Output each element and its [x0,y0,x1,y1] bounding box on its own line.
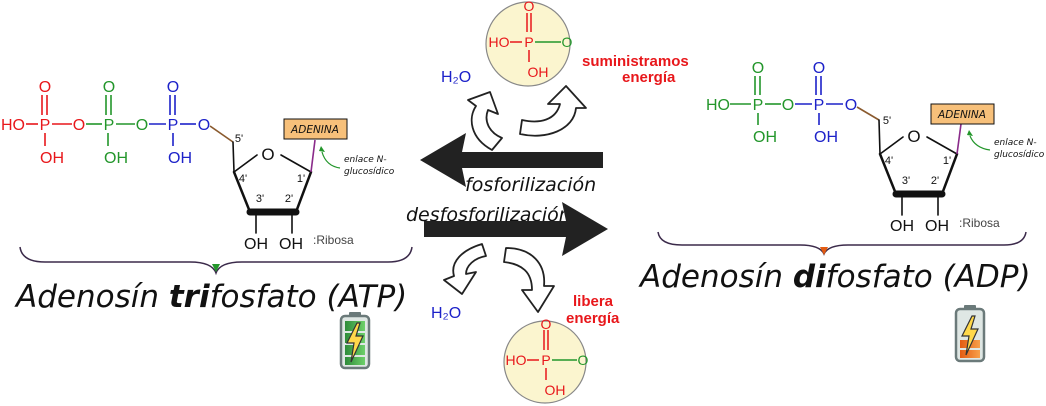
adp-adenine-label: ADENINA [937,109,986,121]
atp-bridge-o-1: O [73,117,85,134]
atp-oh3: OH [244,236,268,253]
atp-adenine-box [283,118,348,140]
atp-bridge-o-3: O [198,117,210,134]
free-phosphate-bottom-o: O [541,316,552,332]
atp-brace-marker [212,264,220,272]
release-energy-label-1: libera [573,293,614,310]
free-phosphate-top-oh: OH [528,64,549,80]
atp-oh-2: OH [104,150,128,167]
atp-double-o-1: O [39,79,51,96]
dephosphorylation-label: desfosforilización [406,204,571,226]
atp-name: Adenosín trifosfato (ATP) [14,279,407,315]
atp-link-note-1: enlace N- [344,155,387,165]
phosphate-circle-top [485,1,571,87]
adp-carbon-3: 3' [902,175,910,187]
atp-phosphate-3: P [168,117,179,134]
water-input-arrow [467,91,503,151]
atp-carbon-2: 2' [285,193,293,205]
atp-carbon-1: 1' [297,173,305,185]
atp-ribose-label: :Ribosa [313,233,354,247]
atp-carbon-4: 4' [239,173,247,185]
phosphate-circle-bottom [503,320,587,404]
free-phosphate-bottom-o-right: O [578,352,589,368]
free-phosphate-top-p: P [524,34,533,50]
atp-carbon-3: 3' [256,193,264,205]
adp-carbon-2: 2' [931,175,939,187]
free-phosphate-top-ho: HO [489,34,510,50]
adp-name: Adenosín difosfato (ADP) [638,259,1031,295]
free-phosphate-bottom-ho: HO [506,352,527,368]
water-top-label: H₂O [441,69,471,86]
adp-link-note-1: enlace N- [994,138,1037,148]
adp-phosphate-2: P [814,97,825,114]
phosphate-input-arrow [519,85,587,137]
free-phosphate-bottom-p: P [541,352,550,368]
adp-oh-1: OH [753,129,777,146]
adp-double-o-1: O [752,60,764,77]
water-bottom-label: H₂O [431,305,461,322]
adp-link-note-2: glucosídico [994,150,1045,160]
atp-bridge-o-2: O [136,117,148,134]
adp-molecule: HO P O O OH P O O OH O 5' 4' 3' 2' [638,60,1045,363]
phosphate-output-arrow [503,247,555,313]
atp-molecule: HO P O O OH P O O OH P O O OH O [1,79,413,370]
atp-double-o-2: O [103,79,115,96]
adp-ring-oxygen: O [907,127,920,146]
water-output-arrow [443,243,487,295]
adp-ho-label: HO [706,97,730,114]
battery-low-icon [954,305,986,363]
adp-bridge-o-1: O [782,97,794,114]
adp-brace [657,231,1027,256]
free-phosphate-bottom-oh: OH [545,382,566,398]
adp-brace-marker [820,247,828,255]
atp-phosphate-1: P [40,117,51,134]
atp-oh-3: OH [168,150,192,167]
adp-adenine-box [930,103,995,125]
atp-oh-1: OH [40,150,64,167]
free-phosphate-top-o: O [524,0,535,14]
supply-energy-label-1: suministramos [582,53,689,70]
atp-adenine-label: ADENINA [290,124,339,136]
phosphorylation-label: fosforilización [465,174,596,196]
adp-oh-2: OH [814,129,838,146]
adp-double-o-2: O [813,60,825,77]
atp-ho-label: HO [1,117,25,134]
adp-carbon-4: 4' [885,155,893,167]
adp-carbon-5: 5' [883,115,891,127]
adp-ribose-label: :Ribosa [959,216,1000,230]
center-reaction: O HO P O OH suministramos energía H₂O fo… [406,0,689,404]
adp-carbon-1: 1' [943,155,951,167]
atp-ring-oxygen: O [261,145,274,164]
dephosphorylation-arrow [424,202,608,256]
atp-double-o-3: O [167,79,179,96]
release-energy-label-2: energía [566,310,620,327]
battery-full-icon [339,312,371,370]
atp-brace [19,246,413,276]
adp-oh3: OH [890,218,914,235]
atp-link-note-2: glucosídico [344,167,395,177]
supply-energy-label-2: energía [622,69,676,86]
free-phosphate-top-o-right: O [562,34,573,50]
atp-oh2: OH [279,236,303,253]
adp-oh2: OH [925,218,949,235]
adp-bridge-o-2: O [845,97,857,114]
atp-carbon-5: 5' [235,133,243,145]
phosphorylation-arrow [420,133,603,187]
atp-phosphate-2: P [104,117,115,134]
adp-phosphate-1: P [753,97,764,114]
